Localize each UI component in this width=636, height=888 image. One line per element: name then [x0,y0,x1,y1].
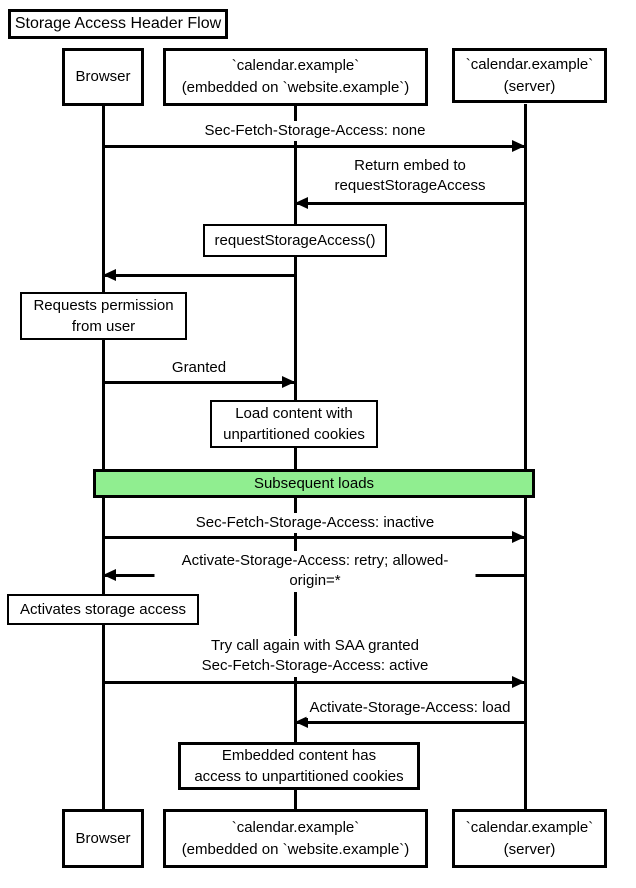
arrow-line [103,680,525,684]
arrow-line [103,380,295,384]
message-label-activate-load: Activate-Storage-Access: load [306,698,514,719]
arrowhead-right-icon [282,376,295,388]
arrowhead-left-icon [295,716,308,728]
participant-embed-bottom: `calendar.example` (embedded on `website… [163,809,428,868]
note-request-storage-access: requestStorageAccess() [203,224,387,257]
arrowhead-left-icon [295,197,308,209]
participant-embed-top: `calendar.example` (embedded on `website… [163,48,428,106]
note-load-content: Load content with unpartitioned cookies [210,400,378,448]
message-label-activate-retry: Activate-Storage-Access: retry; allowed-… [154,551,476,592]
arrowhead-right-icon [512,676,525,688]
note-embedded-content: Embedded content has access to unpartiti… [178,742,420,790]
message-label-sec-fetch-inactive: Sec-Fetch-Storage-Access: inactive [192,513,438,534]
participant-browser-top: Browser [62,48,144,106]
arrow-line [295,720,525,724]
participant-browser-bottom: Browser [62,809,144,868]
message-label-try-again: Try call again with SAA granted Sec-Fetc… [198,636,432,677]
note-activates-storage: Activates storage access [7,594,199,625]
note-requests-permission: Requests permission from user [20,292,187,340]
lifeline-embed [293,104,297,810]
arrowhead-left-icon [103,569,116,581]
arrowhead-right-icon [512,140,525,152]
arrow-line [103,144,525,148]
message-label-return-embed: Return embed to requestStorageAccess [331,156,489,197]
message-label-sec-fetch-none: Sec-Fetch-Storage-Access: none [201,121,429,142]
lifeline-server [523,104,527,810]
arrow-line [103,535,525,539]
arrow-line [295,201,525,205]
participant-server-bottom: `calendar.example` (server) [452,809,607,868]
lifeline-browser [101,104,105,810]
message-label-granted: Granted [168,358,230,379]
arrowhead-left-icon [103,269,116,281]
participant-server-top: `calendar.example` (server) [452,48,607,103]
arrowhead-right-icon [512,531,525,543]
diagram-title: Storage Access Header Flow [8,9,228,39]
section-band-subsequent-loads: Subsequent loads [93,469,535,498]
arrow-line [103,273,295,277]
